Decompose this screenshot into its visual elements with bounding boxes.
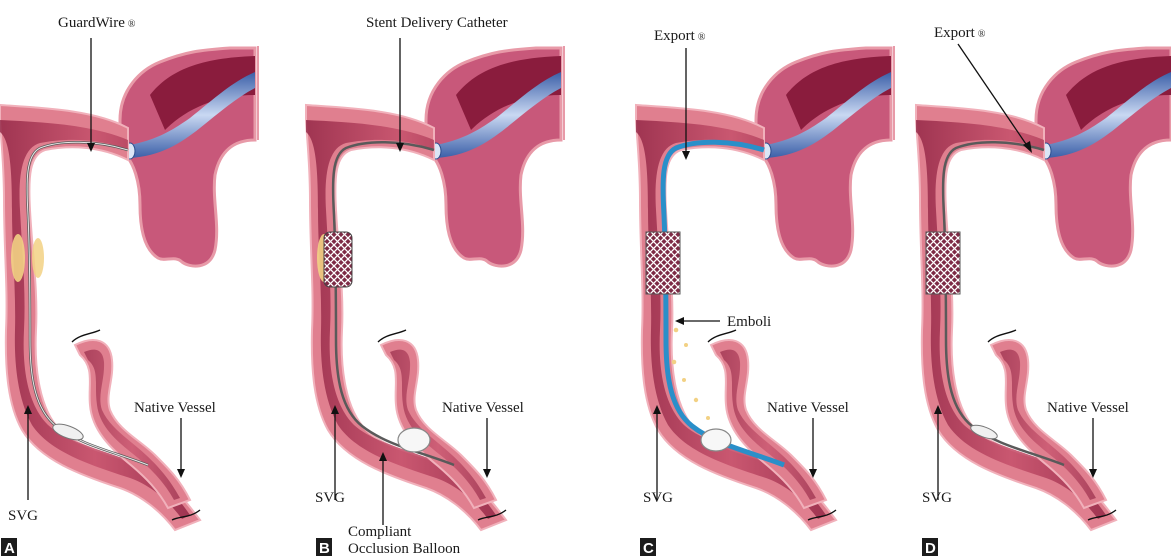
balloon-label-line1: Compliant [348, 524, 412, 540]
svg-label-b: SVG [315, 490, 345, 506]
svg-label-d: SVG [922, 490, 952, 506]
native-vessel-label-a: Native Vessel [134, 400, 216, 416]
balloon-label-line2: Occlusion Balloon [348, 541, 461, 557]
emboli-label: Emboli [727, 314, 771, 330]
stent-catheter-label: Stent Delivery Catheter [366, 15, 508, 31]
panel-a: GuardWire® SVG Native Vessel A [0, 15, 258, 557]
native-vessel-label-c: Native Vessel [767, 400, 849, 416]
panel-letter-a: A [4, 540, 15, 557]
panel-d: Export® SVG Native Vessel D [916, 25, 1171, 557]
native-vessel-label-b: Native Vessel [442, 400, 524, 416]
panel-letter-b: B [319, 540, 330, 557]
panel-letter-d: D [925, 540, 936, 557]
native-vessel-label-d: Native Vessel [1047, 400, 1129, 416]
panel-letter-c: C [643, 540, 654, 557]
guidewire-label: GuardWire® [58, 15, 136, 31]
panel-b: Stent Delivery Catheter SVG Native Vesse… [306, 15, 564, 557]
export-label-d: Export® [934, 25, 986, 41]
panel-c: Export® Emboli SVG Native Vessel C [636, 28, 894, 557]
export-label-c: Export® [654, 28, 706, 44]
svg-label-c: SVG [643, 490, 673, 506]
svg-label-a: SVG [8, 508, 38, 524]
